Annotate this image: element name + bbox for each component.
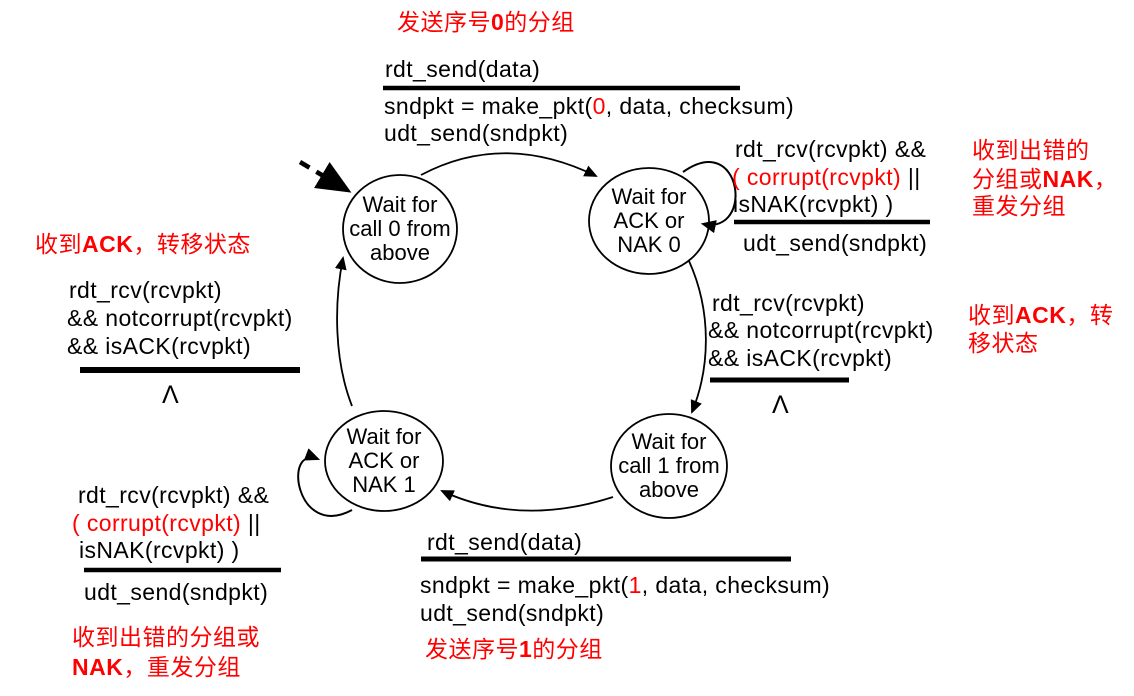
resend0-annotation-line2: 分组或NAK， <box>972 167 1117 193</box>
send0-ann-post: 的分组 <box>504 10 575 36</box>
ack1-ann-ack: ACK <box>82 231 134 257</box>
resend0-action-label: udt_send(sndpkt) <box>743 230 928 256</box>
transition-ack1-arc <box>334 256 353 407</box>
state-line: NAK 1 <box>352 472 416 497</box>
resend0-annotation-line3: 重发分组 <box>972 194 1066 220</box>
send0-action2-label: udt_send(sndpkt) <box>384 120 569 146</box>
resend1-event2-corrupt: ( corrupt(rcvpkt) <box>72 510 242 536</box>
resend1-annotation-line2: NAK，重发分组 <box>72 655 241 681</box>
send0-ann-pre: 发送序号 <box>397 10 491 36</box>
send1-action2-label: udt_send(sndpkt) <box>420 600 605 626</box>
resend0-event1-label: rdt_rcv(rcvpkt) && <box>735 136 927 162</box>
state-line: Wait for <box>631 429 707 454</box>
send0-action1-post: , data, checksum) <box>605 93 795 119</box>
send1-action1-post: , data, checksum) <box>641 572 831 598</box>
ack0-annotation-line1: 收到ACK，转 <box>968 303 1113 329</box>
state-label-wait-ack-nak0: Wait for ACK or NAK 0 <box>612 185 687 257</box>
transition-send0-arc <box>420 152 598 177</box>
state-line: ACK or <box>613 208 685 233</box>
ack0-annotation-line2: 移状态 <box>968 331 1039 357</box>
send1-action1-pre: sndpkt = make_pkt( <box>420 572 629 598</box>
resend0-ann2-nak: NAK <box>1042 166 1094 192</box>
resend1-event2-label: ( corrupt(rcvpkt) || <box>72 511 261 536</box>
ack1-action-lambda: Λ <box>162 381 179 409</box>
ack0-action-lambda: Λ <box>772 391 789 419</box>
send0-action1-pre: sndpkt = make_pkt( <box>384 93 593 119</box>
state-line: NAK 0 <box>617 232 681 257</box>
send1-event-label: rdt_send(data) <box>427 529 583 555</box>
ack0-ann-ack: ACK <box>1015 302 1067 328</box>
state-wait-call1-circle <box>610 413 728 519</box>
transition-send1-arc <box>440 490 614 512</box>
send0-action1-label: sndpkt = make_pkt(0, data, checksum) <box>384 94 794 119</box>
ack1-ann-post: ，转移状态 <box>133 232 251 258</box>
send1-ann-post: 的分组 <box>532 637 603 663</box>
state-label-wait-call1: Wait for call 1 from above <box>618 430 719 502</box>
state-line: above <box>639 477 699 502</box>
resend0-event2-corrupt: ( corrupt(rcvpkt) <box>732 164 902 190</box>
send0-action1-seqnum: 0 <box>592 93 606 119</box>
initial-state-arrow <box>298 160 352 193</box>
send1-ann-pre: 发送序号 <box>425 637 519 663</box>
transition-resend1-selfloop <box>297 448 353 517</box>
resend0-event2-or: || <box>901 164 921 190</box>
ack0-ann-post: ，转 <box>1066 303 1114 329</box>
resend1-ann2-nak: NAK <box>72 654 124 680</box>
resend0-ann2-pre: 分组或 <box>972 167 1043 193</box>
ack1-ann-pre: 收到 <box>35 232 82 258</box>
state-line: Wait for <box>362 192 438 217</box>
send1-ann-seq: 1 <box>519 636 533 662</box>
ack0-event2-label: && notcorrupt(rcvpkt) <box>708 317 934 343</box>
send0-annotation: 发送序号0的分组 <box>397 10 575 36</box>
ack1-event1-label: rdt_rcv(rcvpkt) <box>69 277 222 303</box>
resend0-event2-label: ( corrupt(rcvpkt) || <box>732 165 921 190</box>
resend1-annotation-line1: 收到出错的分组或 <box>72 625 260 651</box>
state-line: above <box>370 240 430 265</box>
ack0-ann-pre: 收到 <box>968 303 1015 329</box>
resend1-action-label: udt_send(sndpkt) <box>84 579 269 605</box>
send1-action1-seqnum: 1 <box>628 572 642 598</box>
ack1-annotation: 收到ACK，转移状态 <box>35 232 251 258</box>
state-wait-call0-circle <box>342 174 458 284</box>
send0-event-label: rdt_send(data) <box>385 56 541 82</box>
state-label-wait-call0: Wait for call 0 from above <box>349 193 450 265</box>
state-line: Wait for <box>346 424 422 449</box>
resend1-ann2-post: ，重发分组 <box>123 655 241 681</box>
resend1-event1-label: rdt_rcv(rcvpkt) && <box>78 482 270 508</box>
state-line: Wait for <box>611 184 687 209</box>
resend1-event2-or: || <box>241 510 261 536</box>
resend0-annotation-line1: 收到出错的 <box>972 138 1090 164</box>
send1-annotation: 发送序号1的分组 <box>425 637 603 663</box>
ack0-event1-label: rdt_rcv(rcvpkt) <box>712 290 865 316</box>
resend1-event3-label: isNAK(rcvpkt) ) <box>79 537 240 563</box>
ack0-event3-label: && isACK(rcvpkt) <box>708 345 893 371</box>
resend0-event3-label: isNAK(rcvpkt) ) <box>733 191 894 217</box>
state-line: call 1 from <box>618 453 720 478</box>
transition-ack0-arc <box>688 260 707 414</box>
state-line: ACK or <box>348 448 420 473</box>
state-label-wait-ack-nak1: Wait for ACK or NAK 1 <box>347 425 422 497</box>
transition-resend0-selfloop <box>682 161 737 234</box>
state-wait-ack-nak1-circle <box>324 410 444 512</box>
ack1-event3-label: && isACK(rcvpkt) <box>67 333 252 359</box>
resend0-ann2-post: ， <box>1093 167 1118 193</box>
send1-action1-label: sndpkt = make_pkt(1, data, checksum) <box>420 573 830 598</box>
ack1-event2-label: && notcorrupt(rcvpkt) <box>67 305 293 331</box>
send0-ann-seq: 0 <box>491 9 505 35</box>
state-line: call 0 from <box>349 216 451 241</box>
